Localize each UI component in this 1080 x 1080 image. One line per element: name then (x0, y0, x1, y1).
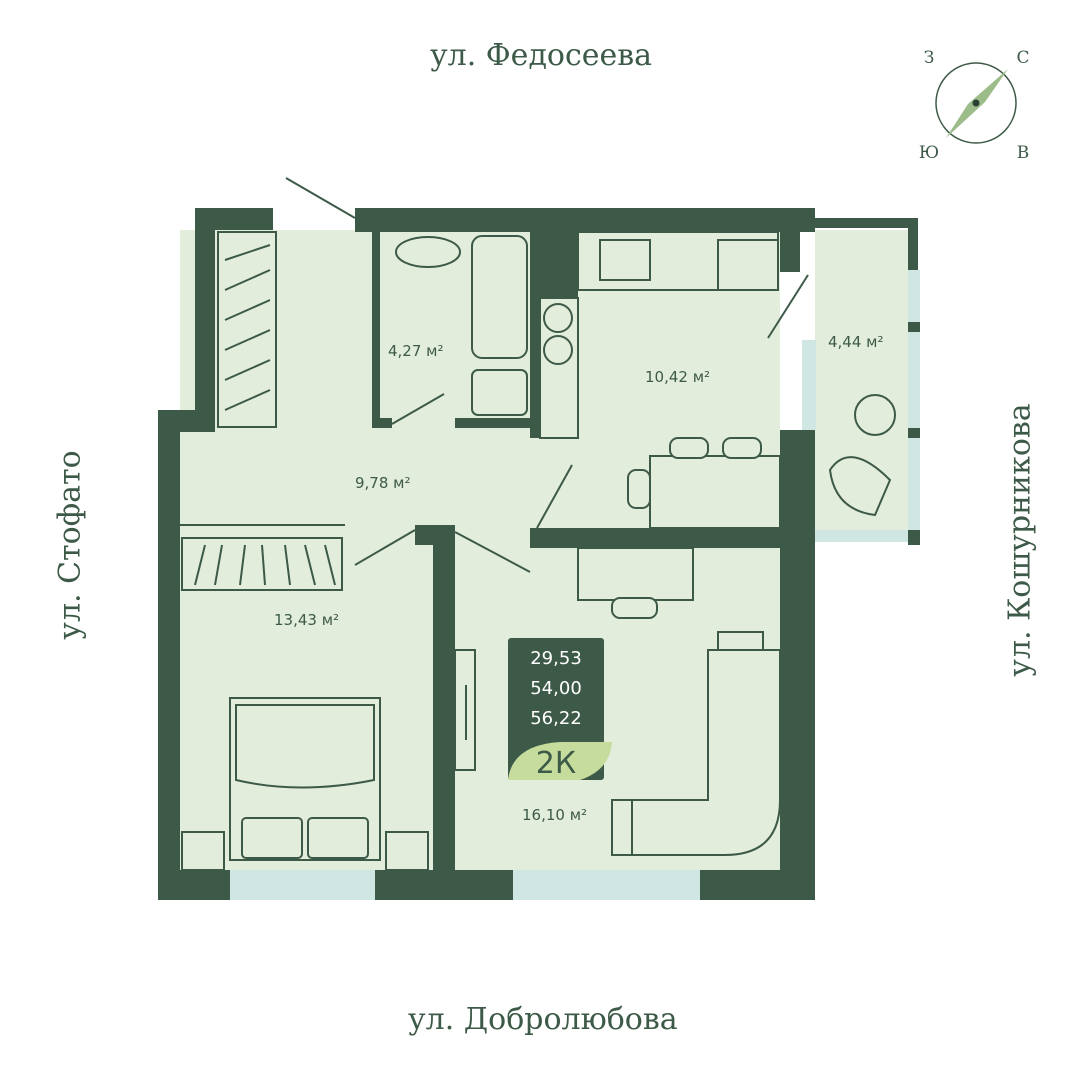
total-area-value: 54,00 (530, 678, 582, 699)
room-area-hallway: 9,78 м² (355, 474, 411, 492)
room-area-balcony: 4,44 м² (828, 333, 884, 351)
compass: З С Ю В (919, 48, 1030, 163)
doors (285, 177, 809, 573)
room-area-kitchen: 10,42 м² (645, 368, 710, 386)
room-area-living: 16,10 м² (522, 806, 587, 824)
apartment-type: 2К (536, 746, 576, 781)
watermark-logo-icon (20, 1016, 50, 1047)
compass-north: С (1016, 48, 1029, 68)
compass-circle (935, 62, 1017, 144)
street-bottom: ул. Добролюбова (408, 1002, 678, 1037)
total-with-balcony-value: 56,22 (530, 708, 582, 729)
living-area-value: 29,53 (530, 648, 582, 669)
windows (230, 270, 920, 900)
compass-east: В (1017, 143, 1030, 163)
street-top: ул. Федосеева (430, 38, 653, 73)
apartment-info-badge: 29,53 54,00 56,22 2К (508, 638, 612, 781)
walls (158, 208, 920, 900)
watermark: Домклик (48, 1020, 163, 1045)
room-area-bathroom: 4,27 м² (388, 342, 444, 360)
compass-west: З (924, 48, 935, 68)
compass-south: Ю (919, 143, 939, 163)
furniture (180, 231, 896, 871)
room-area-bedroom: 13,43 м² (274, 611, 339, 629)
